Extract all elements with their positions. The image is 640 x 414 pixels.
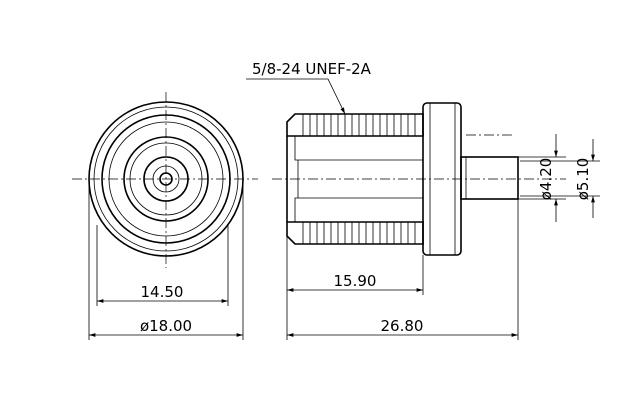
thread-callout: 5/8-24 UNEF-2A bbox=[252, 60, 372, 78]
side-view bbox=[272, 102, 566, 256]
dim-cable-outer-diameter: ø5.10 bbox=[574, 158, 592, 201]
front-view bbox=[72, 92, 258, 268]
side-dimension-lines bbox=[246, 78, 600, 340]
front-dimension-lines bbox=[88, 179, 244, 340]
dim-inner-width: 14.50 bbox=[141, 283, 184, 301]
dim-outer-diameter: ø18.00 bbox=[140, 317, 192, 335]
dim-total-length: 26.80 bbox=[381, 317, 424, 335]
dim-cable-inner-diameter: ø4.20 bbox=[537, 158, 555, 201]
dim-thread-length: 15.90 bbox=[334, 272, 377, 290]
